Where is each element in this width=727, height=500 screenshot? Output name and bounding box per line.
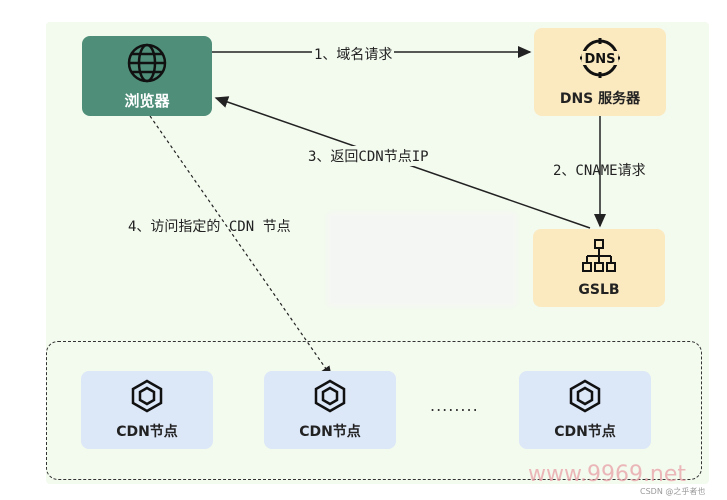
more-nodes-ellipsis: ........ xyxy=(430,396,479,415)
globe-icon xyxy=(127,43,167,82)
cube-icon xyxy=(314,379,346,413)
dns-server-node: DNS DNS 服务器 xyxy=(534,28,666,116)
cube-icon xyxy=(131,379,163,413)
step1-label: 1、域名请求 xyxy=(312,44,395,64)
dns-server-label: DNS 服务器 xyxy=(559,91,641,107)
step4-label: 4、访问指定的 CDN 节点 xyxy=(128,219,291,235)
dns-icon: DNS xyxy=(580,38,620,78)
step2-label: 2、CNAME请求 xyxy=(553,163,646,179)
gslb-node: GSLB xyxy=(533,229,665,307)
arrow-access-cdn xyxy=(149,115,332,377)
cdn-node-group xyxy=(46,341,702,480)
svg-text:DNS: DNS xyxy=(584,52,615,67)
network-tree-icon xyxy=(582,239,616,272)
cdn-node-2: CDN节点 xyxy=(264,371,396,449)
cdn-node-label: CDN节点 xyxy=(116,424,178,440)
cdn-node-1: CDN节点 xyxy=(81,371,213,449)
watermark-credit: CSDN @之乎者也 xyxy=(640,487,706,496)
browser-node: 浏览器 xyxy=(82,36,212,116)
blurred-area xyxy=(328,213,516,306)
cdn-node-label: CDN节点 xyxy=(299,424,361,440)
cube-icon xyxy=(569,379,601,413)
gslb-label: GSLB xyxy=(578,282,620,298)
cdn-node-3: CDN节点 xyxy=(519,371,651,449)
browser-label: 浏览器 xyxy=(124,91,170,110)
cdn-node-label: CDN节点 xyxy=(554,424,616,440)
step3-label: 3、返回CDN节点IP xyxy=(306,146,431,166)
watermark-url: www.9969.net xyxy=(528,462,687,487)
